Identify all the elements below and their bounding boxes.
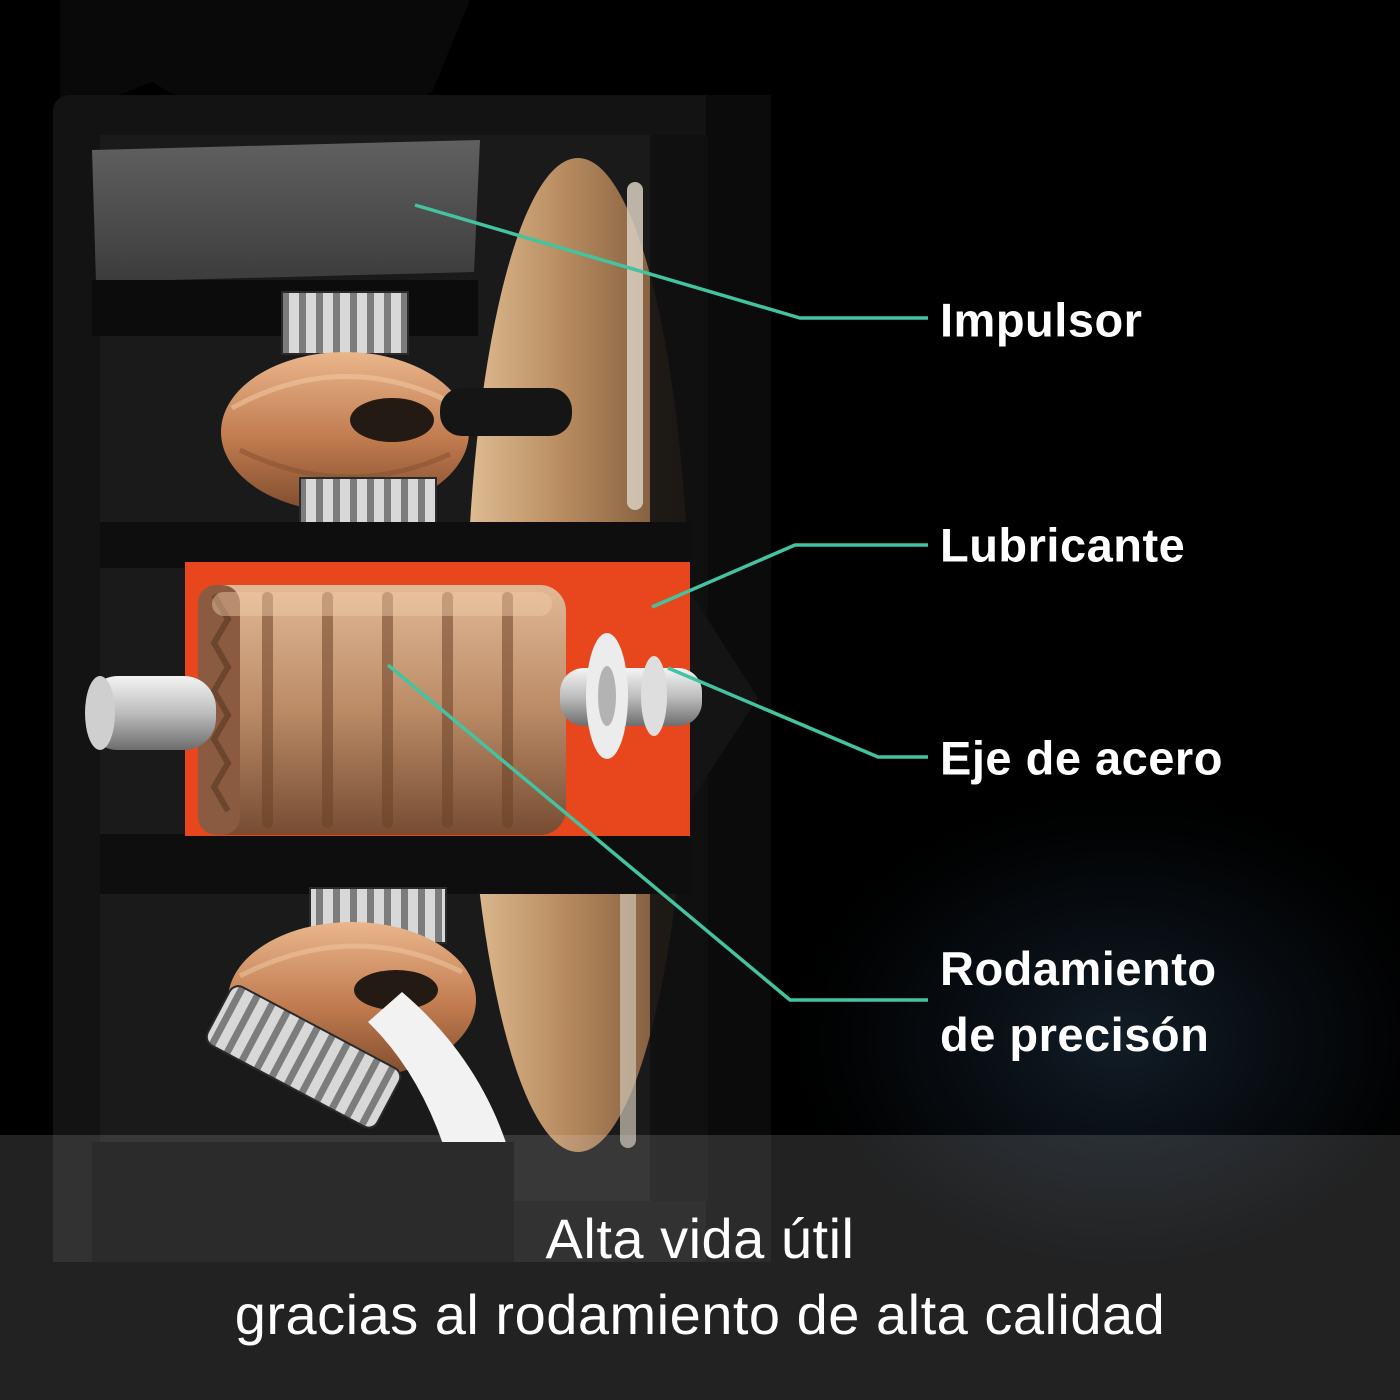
fan-blade-white: [368, 992, 512, 1188]
leader-line-rodamiento: [386, 663, 928, 1002]
top-coil-assembly: [221, 291, 572, 527]
mid-frame-top: [100, 522, 692, 568]
label-rodamiento: Rodamiento de precisón: [940, 936, 1217, 1068]
mid-frame-bottom: [100, 834, 692, 894]
leader-line-impulsor: [414, 203, 928, 320]
caption-line2: gracias al rodamiento de alta calidad: [234, 1283, 1166, 1346]
caption-line1: Alta vida útil: [545, 1207, 855, 1270]
leader-line-lubricante: [651, 543, 928, 609]
label-rodamiento-line1: Rodamiento: [940, 942, 1217, 995]
label-impulsor: Impulsor: [940, 293, 1143, 347]
leader-line-eje-acero: [667, 666, 928, 759]
steel-shaft: [85, 633, 702, 759]
label-rodamiento-line2: de precisón: [940, 1008, 1210, 1061]
caption-band: Alta vida útil gracias al rodamiento de …: [0, 1135, 1400, 1400]
rotor-armature: [198, 585, 566, 835]
background-glow: [760, 770, 1400, 1310]
label-lubricante: Lubricante: [940, 518, 1186, 572]
label-eje-acero: Eje de acero: [940, 731, 1223, 785]
bottom-coil-assembly: [92, 887, 514, 1262]
shaft-cone: [690, 592, 758, 802]
